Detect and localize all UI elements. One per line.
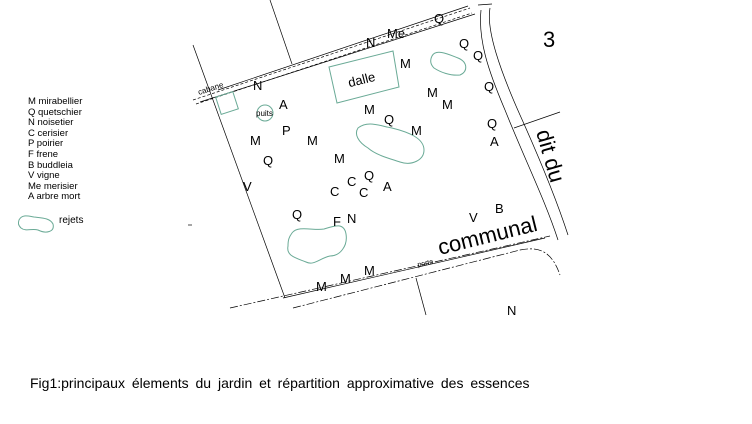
tree-n: N <box>366 35 375 50</box>
figure-caption: Fig1:principaux élements du jardin et ré… <box>30 375 530 391</box>
tree-a: A <box>383 179 392 194</box>
legend: M mirabellier Q quetschier N noisetier C… <box>28 96 83 203</box>
tree-p: P <box>282 123 291 138</box>
dalle-label: dalle <box>346 69 376 90</box>
tree-b: B <box>495 201 504 216</box>
rejets-legend-icon <box>17 215 54 233</box>
tree-n: N <box>507 303 516 318</box>
tree-q: Q <box>459 36 469 51</box>
tree-c: C <box>359 185 368 200</box>
legend-item: M mirabellier <box>28 96 83 107</box>
cabane-label: cabane <box>197 80 225 97</box>
tree-q: Q <box>473 48 483 63</box>
road-name-label: dit du <box>531 126 570 185</box>
tree-n: N <box>253 78 262 93</box>
tree-me: Me <box>387 26 405 41</box>
parcel-lines <box>188 0 569 316</box>
communal-label: communal <box>435 211 540 260</box>
rejets-legend-label: rejets <box>59 215 84 226</box>
porte-label: porte <box>417 259 434 269</box>
rejets-area <box>287 225 347 264</box>
tree-q: Q <box>487 116 497 131</box>
legend-item: Me merisier <box>28 180 78 192</box>
legend-item: N noisetier <box>28 117 74 129</box>
rejets-area <box>430 51 467 76</box>
parcel-number: 3 <box>543 27 555 52</box>
tree-m: M <box>334 151 345 166</box>
tree-m: M <box>340 271 351 286</box>
tree-m: M <box>442 97 453 112</box>
legend-item: P poirier <box>28 138 64 150</box>
legend-item: A arbre mort <box>28 191 81 203</box>
tree-m: M <box>250 133 261 148</box>
legend-item: F frene <box>28 148 59 160</box>
tree-v: V <box>243 179 252 194</box>
cabane-shape <box>215 91 239 115</box>
legend-item: C cerisier <box>28 127 69 139</box>
tree-m: M <box>364 263 375 278</box>
tree-m: M <box>411 123 422 138</box>
dalle-shape <box>328 50 400 104</box>
tree-f: F <box>333 214 341 229</box>
tree-q: Q <box>484 79 494 94</box>
legend-item: Q quetschier <box>28 106 82 118</box>
rejets-area <box>355 123 425 164</box>
tree-c: C <box>347 174 356 189</box>
tree-q: Q <box>364 168 374 183</box>
tree-m: M <box>316 279 327 294</box>
tree-m: M <box>307 133 318 148</box>
tree-m: M <box>364 102 375 117</box>
puits-label: puits <box>256 109 273 118</box>
tree-q: Q <box>434 11 444 26</box>
legend-item: B buddleia <box>28 159 73 171</box>
puits-shape <box>256 104 274 122</box>
tree-m: M <box>400 56 411 71</box>
tree-m: M <box>427 85 438 100</box>
tree-c: C <box>330 184 339 199</box>
tree-q: Q <box>384 112 394 127</box>
features <box>215 50 467 264</box>
tree-labels: Q Me N Q Q M N A M M M Q Q M Q A M P M Q… <box>243 11 516 318</box>
tree-a: A <box>490 134 499 149</box>
tree-q: Q <box>292 207 302 222</box>
legend-item: V vigne <box>28 170 60 182</box>
tree-v: V <box>469 210 478 225</box>
tree-a: A <box>279 97 288 112</box>
tree-n: N <box>347 211 356 226</box>
tree-q: Q <box>263 153 273 168</box>
